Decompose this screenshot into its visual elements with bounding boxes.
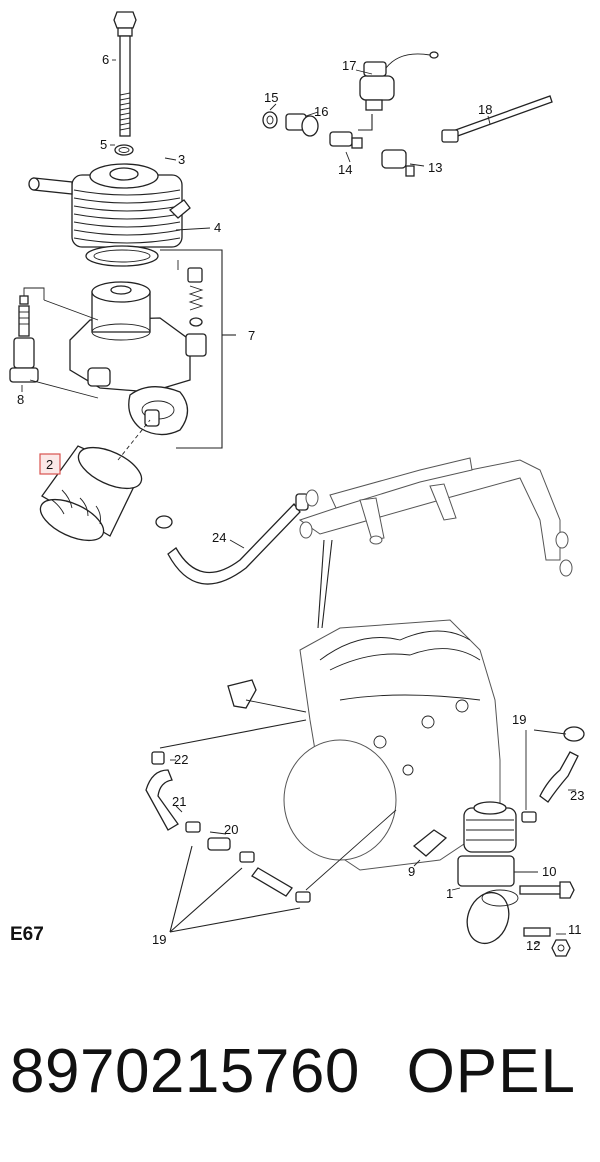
brand-name: OPEL (406, 1037, 576, 1106)
nut-part (551, 939, 571, 957)
engine-bracket-part (227, 679, 257, 709)
callout-18: 18 (478, 102, 492, 117)
bolt-part (519, 881, 575, 899)
callout-1: 1 (446, 886, 453, 901)
cooler-module-part (457, 801, 519, 945)
bypass-valve-part (9, 295, 39, 383)
callout-24: 24 (212, 530, 226, 545)
callout-9: 9 (408, 864, 415, 879)
callout-23: 23 (570, 788, 584, 803)
oil-cooler-part (28, 163, 191, 248)
callout-12: 12 (526, 938, 540, 953)
long-bolt-part (113, 11, 137, 137)
relief-valve-part (185, 267, 207, 357)
callout-4: 4 (214, 220, 221, 235)
callout-21: 21 (172, 794, 186, 809)
callout-7: 7 (248, 328, 255, 343)
callout-15: 15 (264, 90, 278, 105)
callout-2-highlighted: 2 (39, 453, 61, 475)
stud-part (523, 927, 551, 937)
hose-clamp-part (155, 515, 173, 529)
hose-23-part (539, 751, 579, 803)
callout-10: 10 (542, 864, 556, 879)
callout-22: 22 (174, 752, 188, 767)
callout-14: 14 (338, 162, 352, 177)
callout-2: 2 (46, 457, 53, 472)
callout-17: 17 (342, 58, 356, 73)
tube-part (251, 867, 311, 903)
callout-16: 16 (314, 104, 328, 119)
diagram-code-label: E67 (10, 924, 44, 945)
callout-19-right: 19 (512, 712, 526, 727)
part-caption: 8970215760 OPEL (10, 1032, 590, 1112)
gasket-small-part (412, 829, 448, 857)
callout-6: 6 (102, 52, 109, 67)
filter-housing-part (69, 281, 191, 436)
callout-8: 8 (17, 392, 24, 407)
adapter-part (262, 111, 415, 177)
connector-part (185, 821, 255, 863)
o-ring-part (114, 144, 134, 156)
parts-exploded-diagram: 6 5 3 4 7 8 2 17 15 16 18 14 13 24 19 22… (9, 11, 585, 957)
callout-13: 13 (428, 160, 442, 175)
part-number: 8970215760 (10, 1037, 360, 1106)
callout-20: 20 (224, 822, 238, 837)
engine-block-part (283, 619, 501, 871)
cable-tie-part (441, 95, 553, 143)
callout-11: 11 (568, 922, 582, 937)
hose-part (167, 493, 309, 585)
callout-19-bottom: 19 (152, 932, 166, 947)
clamp-19-part (521, 726, 585, 823)
callout-3: 3 (178, 152, 185, 167)
oil-filter-part (39, 445, 143, 542)
gasket-part (85, 245, 159, 267)
small-hose-part (145, 769, 179, 831)
oil-pressure-sensor-part (359, 51, 439, 111)
clip-part (151, 751, 165, 765)
pipe-assembly-part (298, 457, 573, 577)
callout-5: 5 (100, 137, 107, 152)
